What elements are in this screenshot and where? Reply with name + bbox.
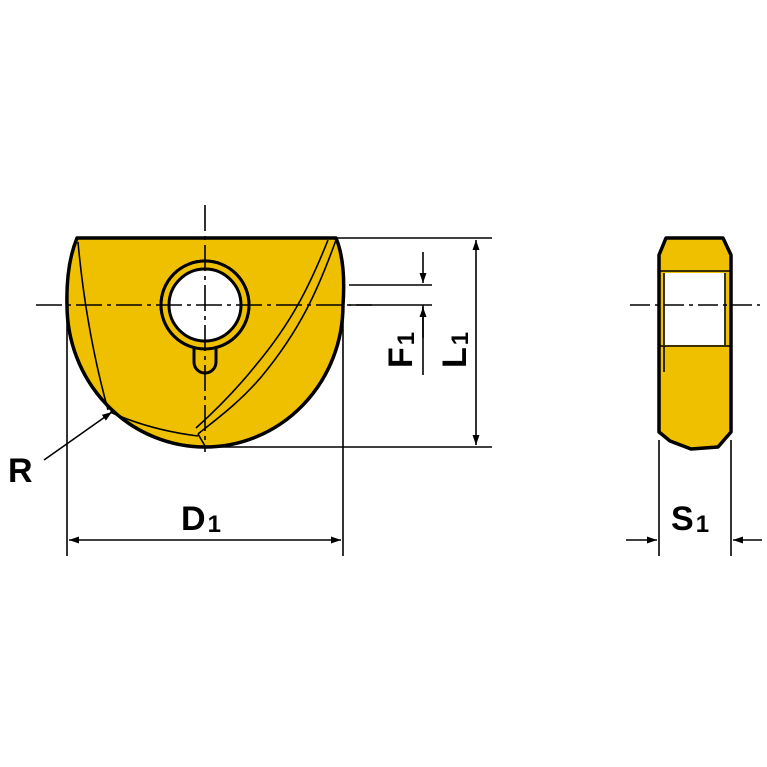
- label-d1-main: D: [181, 500, 206, 538]
- label-f1-main: F: [382, 347, 420, 368]
- dimension-l1: [205, 237, 492, 448]
- radius-leader: [43, 411, 113, 461]
- label-s1-sub: 1: [696, 511, 709, 538]
- dimension-s1: [626, 440, 762, 556]
- label-f1-sub: 1: [393, 332, 420, 345]
- dimension-f1: [349, 252, 432, 375]
- insert-side-view: [657, 236, 733, 451]
- label-radius: R: [8, 452, 33, 490]
- label-s1-main: S: [671, 500, 694, 538]
- front-center-lines: [36, 205, 372, 452]
- dimension-d1: [66, 300, 344, 556]
- bottom-edge-left: [109, 411, 199, 437]
- cutting-edge-inner: [195, 239, 329, 429]
- side-hole-band: [664, 273, 726, 345]
- label-f1: F1: [382, 332, 420, 368]
- label-l1: L1: [436, 332, 474, 368]
- label-l1-main: L: [436, 347, 474, 368]
- bottom-tip: [197, 433, 206, 447]
- label-d1: D1: [181, 500, 221, 538]
- inner-left-edge: [77, 241, 109, 411]
- cutting-edge-outer: [197, 239, 337, 435]
- label-s1: S1: [671, 500, 709, 538]
- label-l1-sub: 1: [447, 332, 474, 345]
- label-d1-sub: 1: [208, 511, 221, 538]
